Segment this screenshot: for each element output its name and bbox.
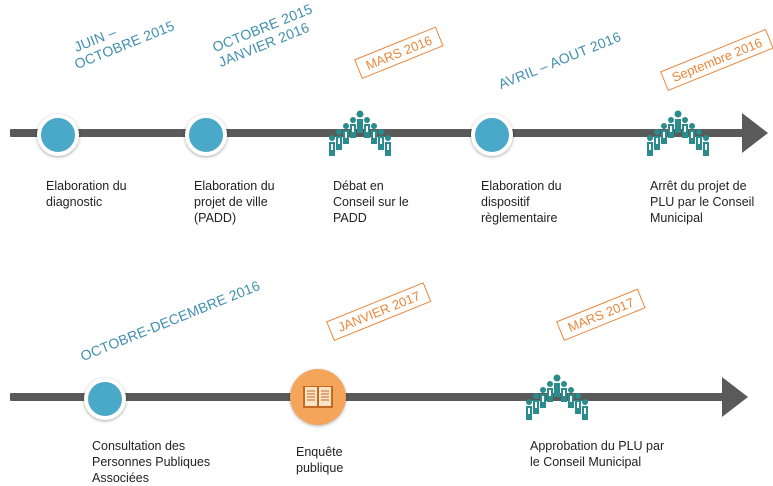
date-label-octobre-decembre-2016: OCTOBRE-DECEMBRE 2016 bbox=[78, 277, 263, 364]
step-label-padd: Elaboration du projet de ville (PADD) bbox=[194, 179, 275, 225]
date-label-octobre2015-janvier2016: OCTOBRE 2015 JANVIER 2016 bbox=[210, 0, 315, 70]
date-badge-septembre-2016: Septembre 2016 bbox=[660, 28, 773, 91]
date-label-avril-aout-2016: AVRIL – AOUT 2016 bbox=[496, 28, 624, 93]
timeline-bar-row2 bbox=[10, 393, 724, 401]
step-label-debat: Débat en Conseil sur le PADD bbox=[333, 179, 409, 225]
timeline-arrow-row2 bbox=[722, 377, 748, 417]
date-label-juin-octobre-2015: JUIN – OCTOBRE 2015 bbox=[71, 17, 177, 73]
date-badge-janvier-2017: JANVIER 2017 bbox=[326, 282, 432, 341]
council-assembly-icon-approbation bbox=[526, 374, 588, 420]
council-assembly-icon-debat bbox=[329, 110, 391, 156]
milestone-icon-diagnostic bbox=[37, 114, 79, 156]
milestone-icon-dispositif bbox=[471, 114, 513, 156]
milestone-icon-consultation bbox=[84, 378, 126, 420]
step-label-enquete: Enquête publique bbox=[296, 445, 344, 475]
step-label-diagnostic: Elaboration du diagnostic bbox=[46, 179, 127, 209]
milestone-icon-padd bbox=[185, 114, 227, 156]
date-badge-mars-2016: MARS 2016 bbox=[354, 26, 444, 79]
open-book-icon bbox=[290, 369, 346, 425]
step-label-approbation: Approbation du PLU par le Conseil Munici… bbox=[530, 439, 665, 469]
date-badge-mars-2017: MARS 2017 bbox=[556, 288, 646, 341]
timeline-arrow-row1 bbox=[742, 113, 768, 153]
step-label-consultation: Consultation des Personnes Publiques Ass… bbox=[92, 439, 211, 485]
step-label-dispositif: Elaboration du dispositif règlementaire bbox=[481, 179, 562, 225]
council-assembly-icon-arret bbox=[647, 110, 709, 156]
step-label-arret: Arrêt du projet de PLU par le Conseil Mu… bbox=[650, 179, 755, 225]
